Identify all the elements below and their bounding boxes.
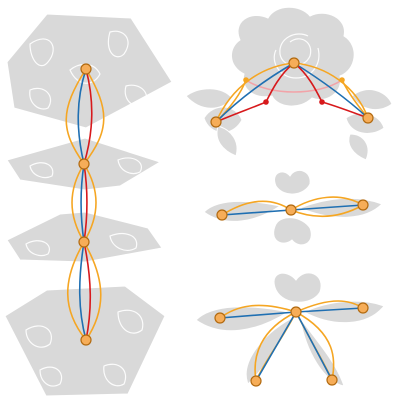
edge-orange-1 [65, 68, 87, 165]
leaf-left-upper [185, 88, 233, 109]
edge-blue-3 [78, 241, 87, 341]
node [362, 112, 374, 124]
edge-blue [295, 311, 333, 381]
edge-blue [290, 204, 364, 211]
rose-shape [231, 6, 355, 107]
node [290, 306, 302, 318]
edge-orange [293, 62, 369, 119]
panel-flower-star [195, 272, 385, 387]
edge-blue [219, 311, 297, 319]
petal-bottom [273, 217, 312, 246]
edge-orange [215, 62, 295, 123]
nodes-rose [210, 57, 374, 128]
edge-blue-1 [77, 68, 87, 165]
edge-pink-arc [245, 79, 343, 93]
edges-left [65, 68, 105, 341]
edge-orange [295, 311, 335, 381]
leaf-right-tip [348, 133, 369, 161]
edge-orange [219, 304, 297, 319]
node [80, 63, 92, 75]
node [357, 302, 369, 314]
panel-flower-horizontal [203, 169, 383, 246]
edge-orange [254, 311, 297, 382]
edge-orange-4 [83, 163, 97, 243]
edges-star [219, 300, 364, 382]
petal-top [273, 272, 322, 303]
node [285, 204, 297, 216]
edge-orange-2 [83, 68, 105, 165]
dot-red [263, 99, 269, 105]
edge-orange-6 [83, 241, 102, 341]
node [250, 375, 262, 387]
edge-red-3 [83, 241, 92, 341]
nodes-horizontal [216, 199, 369, 221]
node [80, 334, 92, 346]
node [357, 199, 369, 211]
edge-orange-5 [67, 241, 87, 341]
node [210, 116, 222, 128]
ornament-veins [25, 30, 148, 387]
edge-blue [221, 209, 292, 216]
dot-red [319, 99, 325, 105]
edge-orange [221, 200, 292, 216]
node [78, 158, 90, 170]
node [214, 312, 226, 324]
panel-stacked-pentagon-tiles [4, 13, 173, 397]
petal-top [274, 169, 311, 195]
edges-horizontal [221, 196, 364, 218]
edge-blue [293, 62, 369, 119]
edge-orange [290, 204, 364, 218]
node [78, 236, 90, 248]
nodes-star [214, 302, 369, 387]
edge-orange-3 [71, 163, 85, 243]
nodes-left [78, 63, 92, 346]
petal-lower-right [299, 317, 345, 387]
dot-orange [243, 77, 249, 83]
node [288, 57, 300, 69]
leaf-left-tip [216, 125, 238, 157]
petal-lower-left [245, 316, 294, 385]
node [326, 374, 338, 386]
node [216, 209, 228, 221]
panel-rose-arch [185, 6, 393, 161]
edge-orange [290, 196, 364, 211]
edge-red-2 [83, 163, 88, 243]
edge-blue [255, 311, 297, 382]
edge-blue [295, 307, 364, 313]
edge-blue-2 [80, 163, 85, 243]
leaf-right-lower [345, 112, 385, 134]
edge-blue [215, 62, 295, 123]
dot-orange [339, 77, 345, 83]
edge-red-1 [83, 68, 93, 165]
